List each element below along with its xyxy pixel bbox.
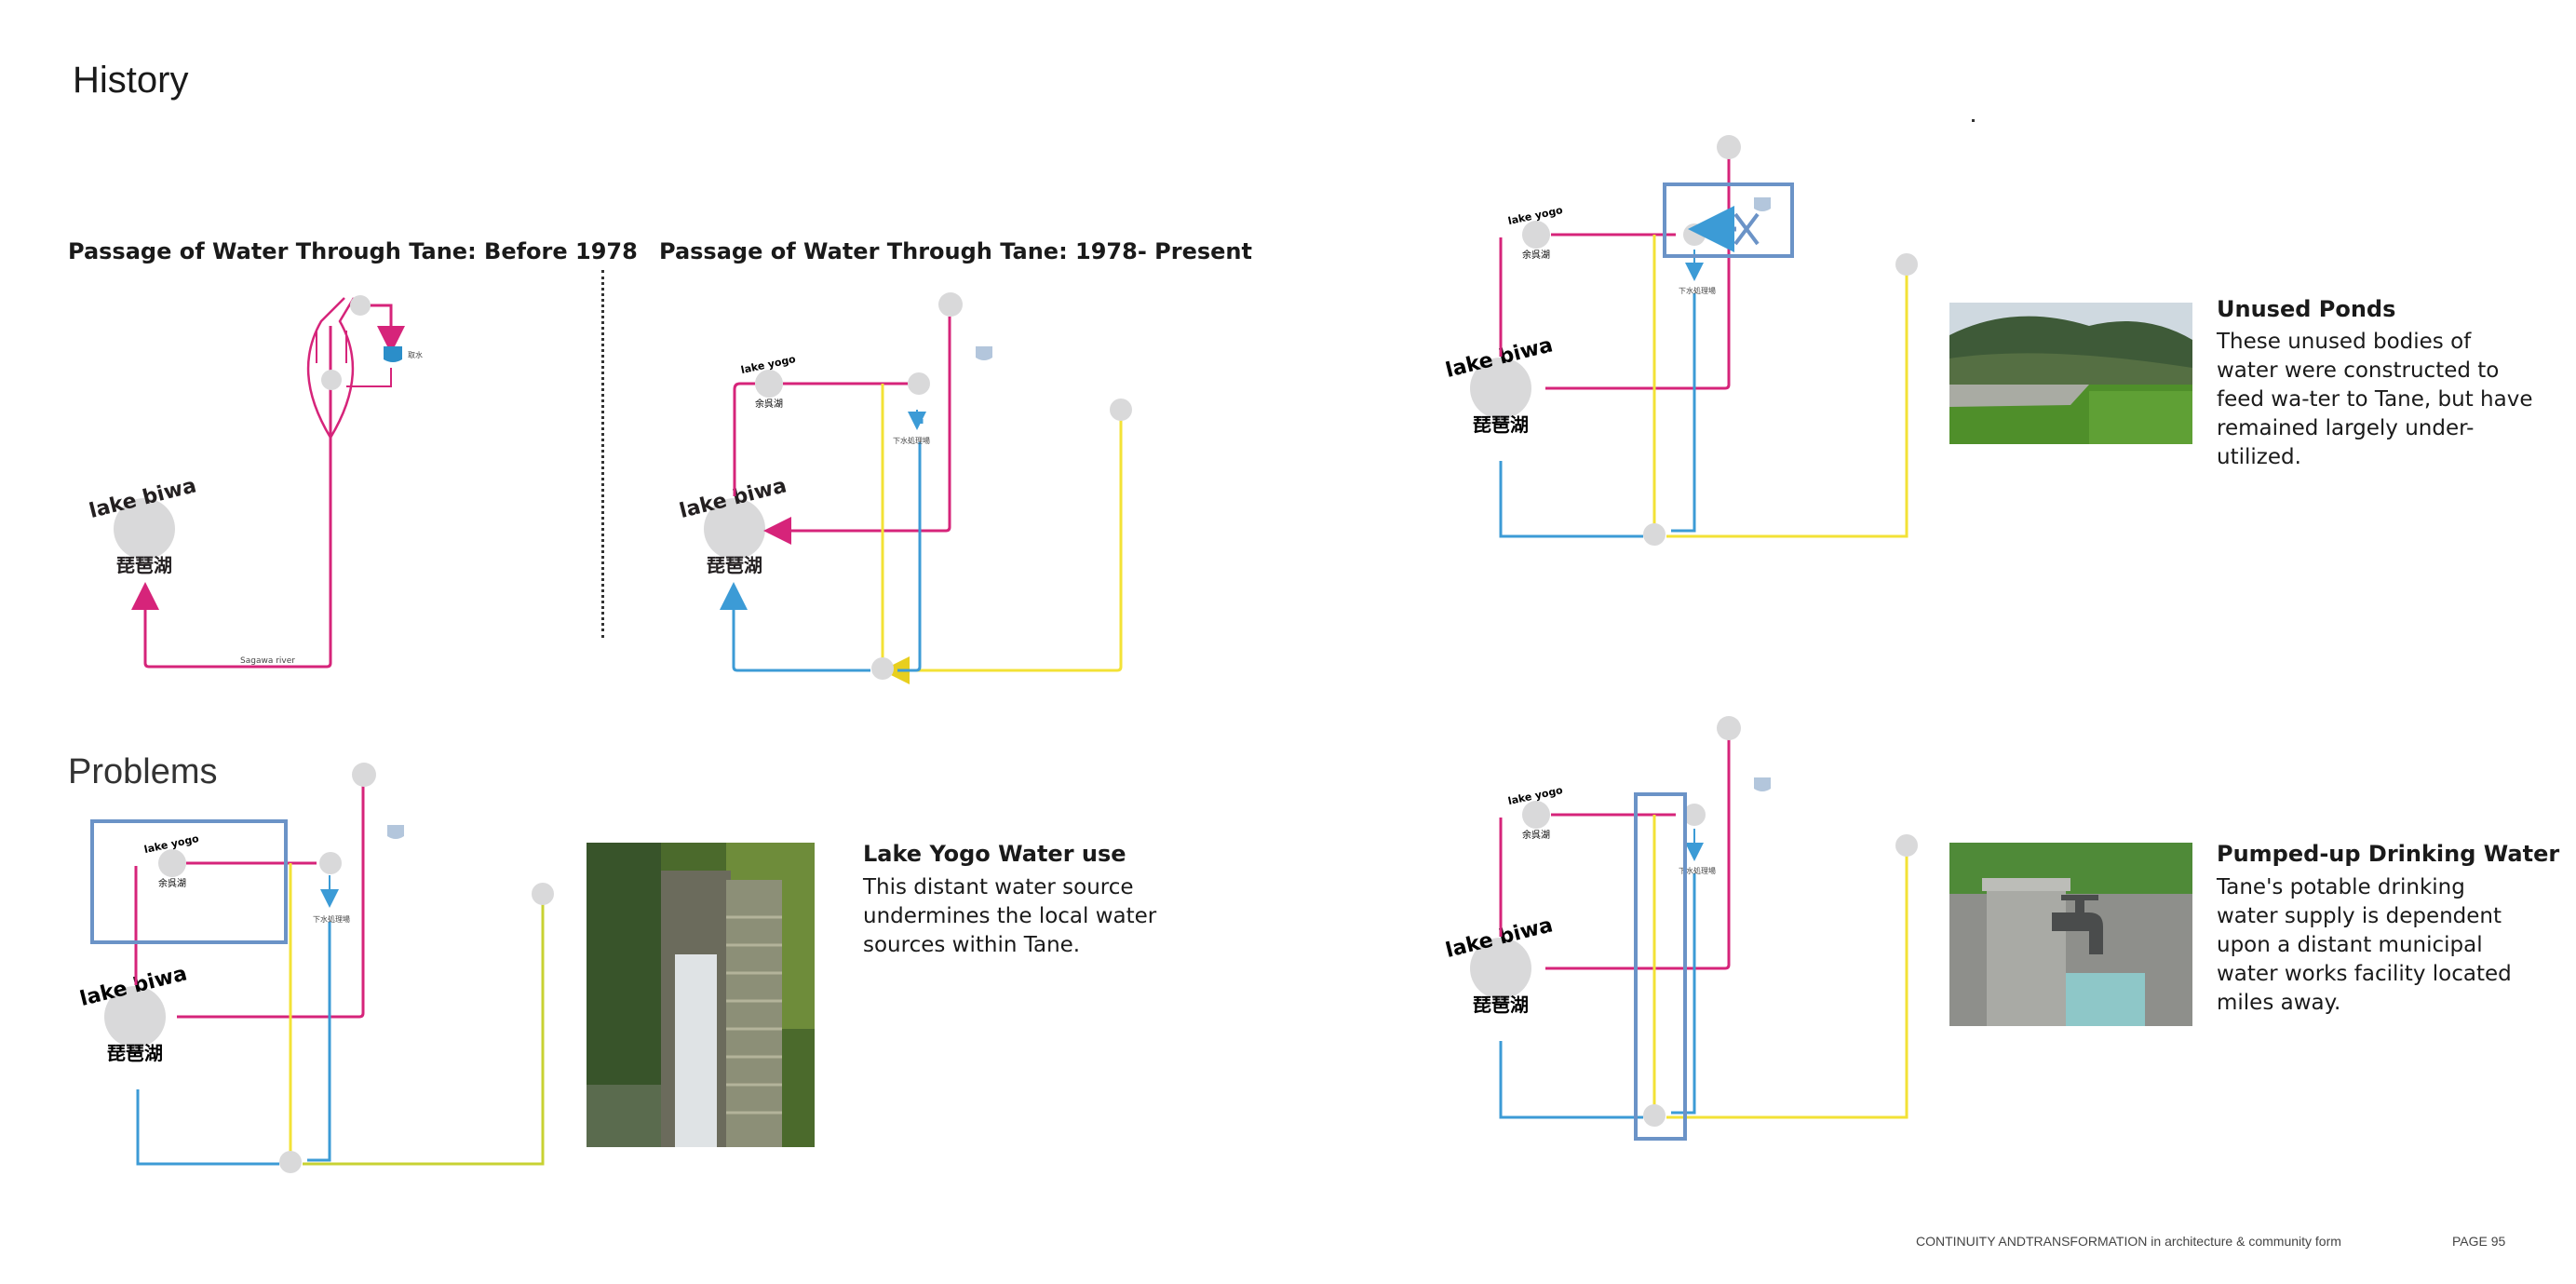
- problems-heading: Problems: [68, 752, 218, 791]
- svg-text:琵琶湖: 琵琶湖: [107, 1042, 163, 1064]
- before-1978-title: Passage of Water Through Tane: Before 19…: [68, 238, 638, 264]
- footer-book-title-caps: CONTINUITY ANDTRANSFORMATION: [1916, 1234, 2148, 1249]
- divider: [601, 270, 604, 638]
- river-label: Sagawa river: [240, 656, 295, 666]
- svg-text:余呉湖: 余呉湖: [1522, 249, 1550, 261]
- footer-book-subtitle: in architecture & community form: [2147, 1234, 2341, 1249]
- spillway-photo: [587, 843, 815, 1147]
- svg-text:琵琶湖: 琵琶湖: [1473, 993, 1529, 1016]
- lake-yogo-title: Lake Yogo Water use: [863, 841, 1126, 867]
- svg-text:余呉湖: 余呉湖: [158, 877, 186, 889]
- present-title: Passage of Water Through Tane: 1978- Pre…: [659, 238, 1252, 264]
- unused-ponds-body: These unused bodies of water were constr…: [2217, 330, 2533, 469]
- svg-text:琵琶湖: 琵琶湖: [707, 554, 762, 576]
- ponds-illustration: [1949, 303, 2192, 444]
- svg-text:琵琶湖: 琵琶湖: [1473, 413, 1529, 436]
- unused-ponds-title: Unused Ponds: [2217, 296, 2396, 322]
- faucet-illustration: [1949, 843, 2192, 1026]
- unused-ponds-photo: [1949, 303, 2192, 444]
- lake-biwa-jp: 琵琶湖: [116, 554, 172, 576]
- svg-text:下水処理場: 下水処理場: [1679, 866, 1716, 875]
- drinking-water-body: Tane's potable drinking water supply is …: [2217, 875, 2512, 1015]
- lake-biwa-circle: [114, 498, 175, 560]
- footer-page-number: PAGE 95: [2452, 1234, 2506, 1249]
- svg-text:余呉湖: 余呉湖: [755, 398, 783, 410]
- highlight-box: [90, 819, 288, 944]
- svg-text:下水処理場: 下水処理場: [893, 436, 930, 445]
- drinking-water-title: Pumped-up Drinking Water: [2217, 841, 2560, 867]
- facility-label: 取水: [408, 350, 423, 359]
- history-heading: History: [73, 60, 189, 101]
- footer-book-title: CONTINUITY ANDTRANSFORMATION in architec…: [1916, 1234, 2341, 1249]
- spillway-illustration: [587, 843, 815, 1147]
- svg-text:下水処理場: 下水処理場: [1679, 286, 1716, 295]
- svg-text:余呉湖: 余呉湖: [1522, 829, 1550, 841]
- lake-yogo-body: This distant water source undermines the…: [863, 875, 1157, 957]
- svg-text:下水処理場: 下水処理場: [313, 914, 350, 924]
- faucet-photo: [1949, 843, 2192, 1026]
